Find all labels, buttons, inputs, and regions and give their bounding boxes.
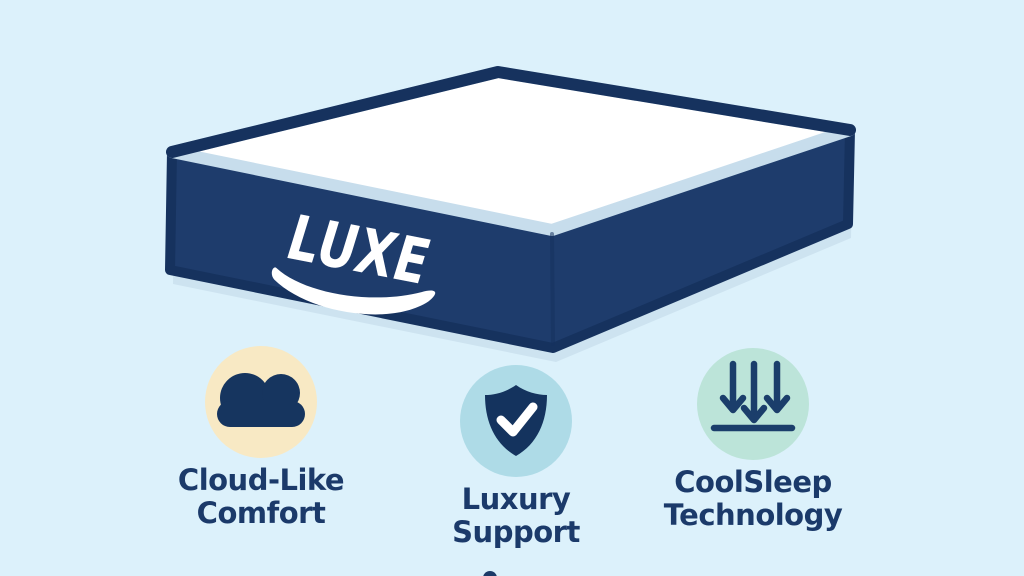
feature-icon-circle	[697, 348, 809, 460]
shield-check-icon	[485, 385, 547, 456]
mattress-top-edge-outline	[166, 66, 856, 158]
feature-icon-circle	[205, 346, 317, 458]
feature-label: Luxury Support	[452, 483, 580, 549]
feature-icon-circle	[460, 365, 572, 477]
cloud-icon	[217, 373, 305, 427]
feature-luxury-support: Luxury Support	[404, 365, 628, 549]
mattress-corner-seam	[550, 232, 555, 346]
feature-label-line2: Comfort	[196, 496, 326, 530]
feature-coolsleep-technology: CoolSleep Technology	[641, 348, 865, 532]
arrows-down-icon	[710, 360, 796, 432]
feature-label-line1: Luxury	[461, 482, 571, 516]
feature-label-line1: Cloud-Like	[177, 463, 345, 497]
feature-label: CoolSleep Technology	[664, 466, 843, 532]
bottom-partial-element	[483, 571, 497, 576]
shield-checkmark	[496, 402, 538, 437]
feature-label-line1: CoolSleep	[674, 465, 832, 499]
feature-label-line2: Support	[452, 515, 580, 549]
feature-cloud-like-comfort: Cloud-Like Comfort	[149, 346, 373, 530]
feature-label-line2: Technology	[663, 498, 843, 532]
brand-logo-swoosh	[271, 267, 436, 315]
feature-label: Cloud-Like Comfort	[177, 463, 345, 530]
